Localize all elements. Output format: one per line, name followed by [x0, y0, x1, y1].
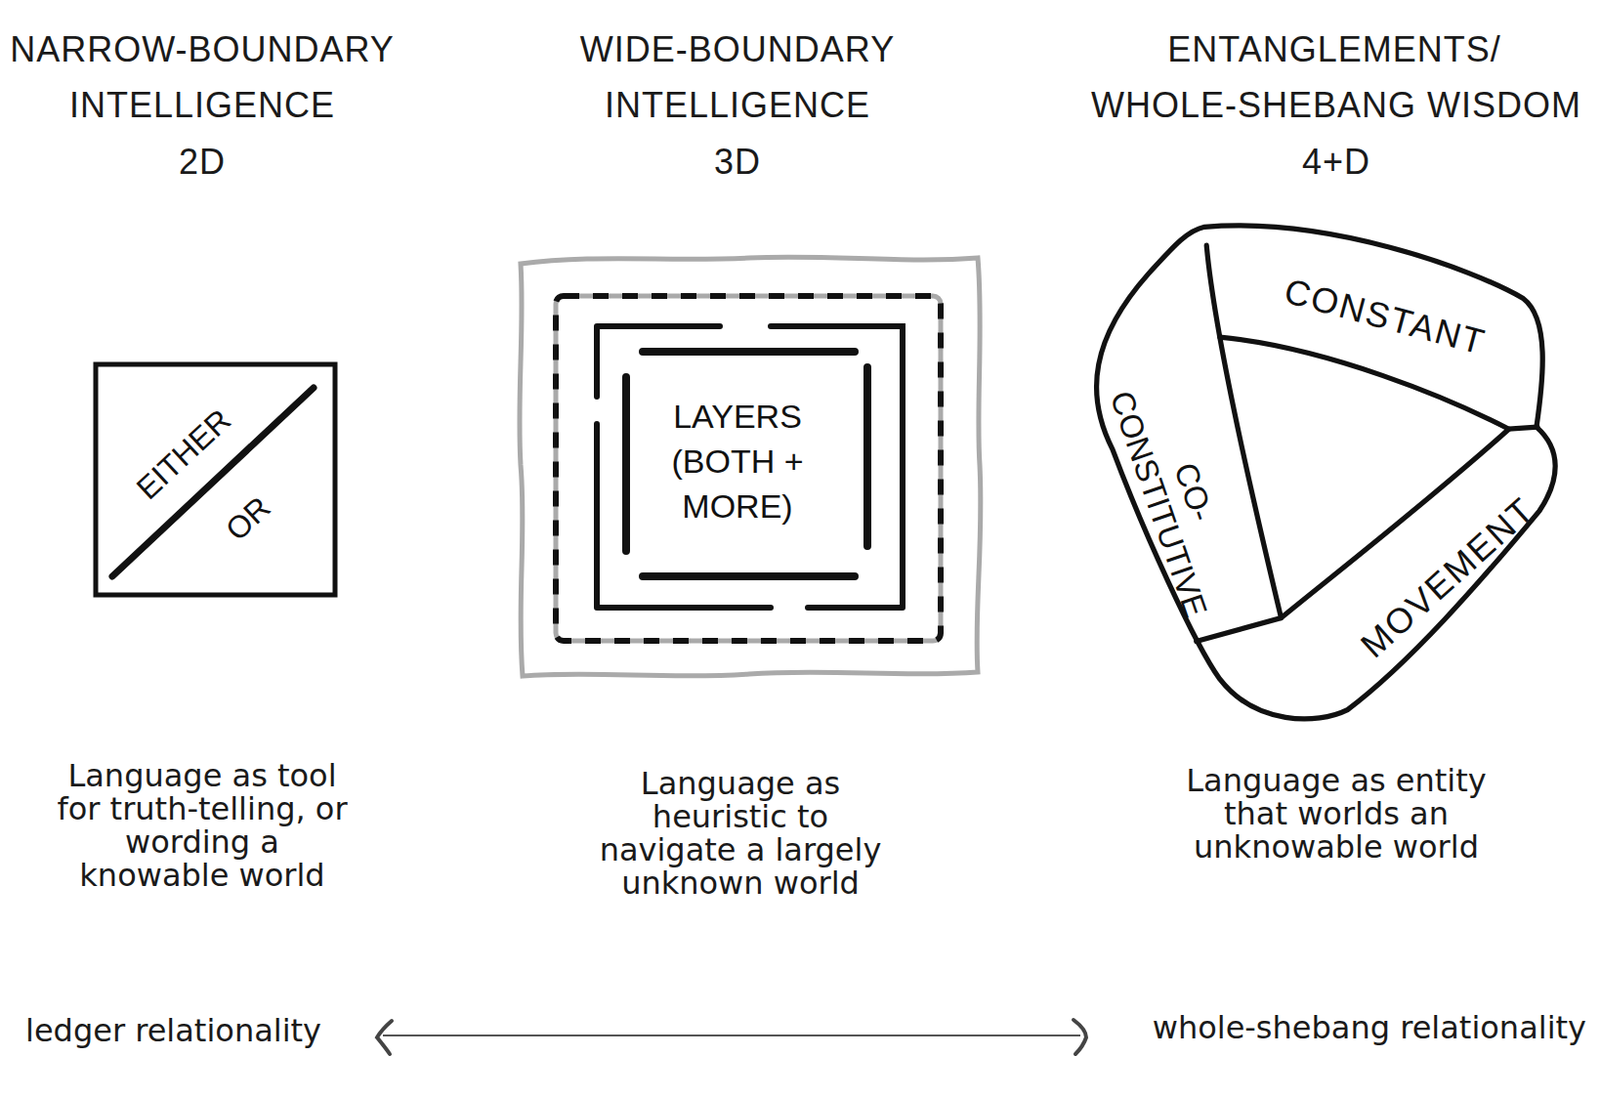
description-text: Language as tool for truth-telling, or w…	[55, 758, 349, 892]
description-text: Language as heuristic to navigate a larg…	[591, 766, 890, 900]
spectrum-end-label: ledger relationality	[25, 1010, 322, 1051]
entanglement-band: CONSTANTCO-CONSTITUTIVEMOVEMENT	[1090, 219, 1560, 720]
column-heading: WHOLE-SHEBANG WISDOM	[1062, 77, 1600, 133]
inner-layer-lines	[626, 351, 868, 577]
column-heading: NARROW-BOUNDARY INTELLIGENCE	[1, 21, 403, 133]
inner-layer	[626, 351, 868, 577]
arrow-head	[1073, 1019, 1087, 1054]
description-text: Language as entity that worlds an unknow…	[1179, 763, 1493, 864]
band-seam	[1206, 245, 1281, 618]
dashed-layer	[555, 295, 941, 641]
layers-square: LAYERS (BOTH + MORE)	[514, 250, 985, 682]
spectrum-line	[382, 1034, 1081, 1037]
outer-wavy-layer	[519, 256, 981, 676]
grey-layer	[555, 295, 941, 641]
spectrum-end-label: whole-shebang relationality	[1152, 1008, 1587, 1048]
dimension-label: 3D	[639, 133, 836, 190]
dimension-label: 4+D	[1238, 133, 1434, 190]
split-label: EITHER	[128, 401, 239, 507]
column-heading: WIDE-BOUNDARY INTELLIGENCE	[532, 21, 943, 133]
band-seam	[1220, 336, 1538, 429]
square-outline	[95, 364, 336, 595]
split-label: OR	[217, 489, 278, 549]
diagonal-divider	[112, 387, 314, 577]
arrow-head	[377, 1020, 392, 1054]
broken-layer	[596, 326, 903, 608]
column-heading: ENTANGLEMENTS/	[1060, 21, 1600, 78]
either-or-square: EITHEROR	[93, 362, 337, 597]
dimension-label: 2D	[104, 133, 300, 190]
layers-label: LAYERS (BOTH + MORE)	[649, 393, 826, 529]
broken-layer-lines	[596, 326, 903, 608]
